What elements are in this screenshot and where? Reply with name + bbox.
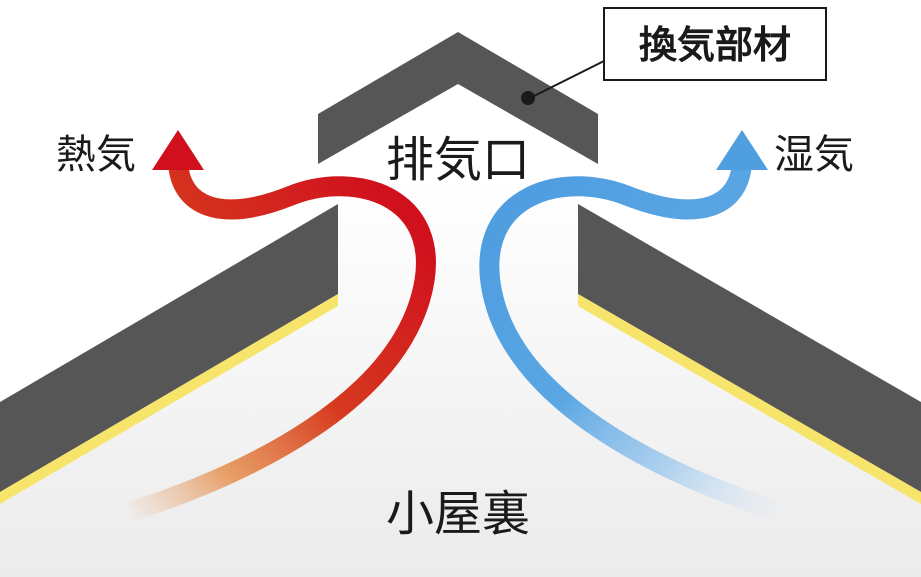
callout-box [603, 7, 827, 81]
ventilation-member-label: 換気部材 [639, 23, 791, 67]
humidity-label: 湿気 [774, 132, 854, 178]
left-insulation-strip [0, 294, 338, 504]
heat-label: 熱気 [56, 132, 136, 178]
callout-dot [521, 91, 535, 105]
humidity-airflow-path [479, 160, 784, 522]
heat-airflow-path [126, 160, 436, 522]
callout-leader-line [529, 59, 607, 99]
heat-arrow-head [152, 130, 204, 170]
humidity-arrow-head [716, 130, 768, 170]
attic-label: 小屋裏 [386, 486, 530, 542]
right-roof-panel [578, 204, 921, 492]
right-insulation-strip [578, 294, 921, 504]
left-roof-panel [0, 204, 338, 492]
ridge-vent-cap [318, 32, 598, 164]
exhaust-port-label: 排気口 [386, 132, 530, 188]
